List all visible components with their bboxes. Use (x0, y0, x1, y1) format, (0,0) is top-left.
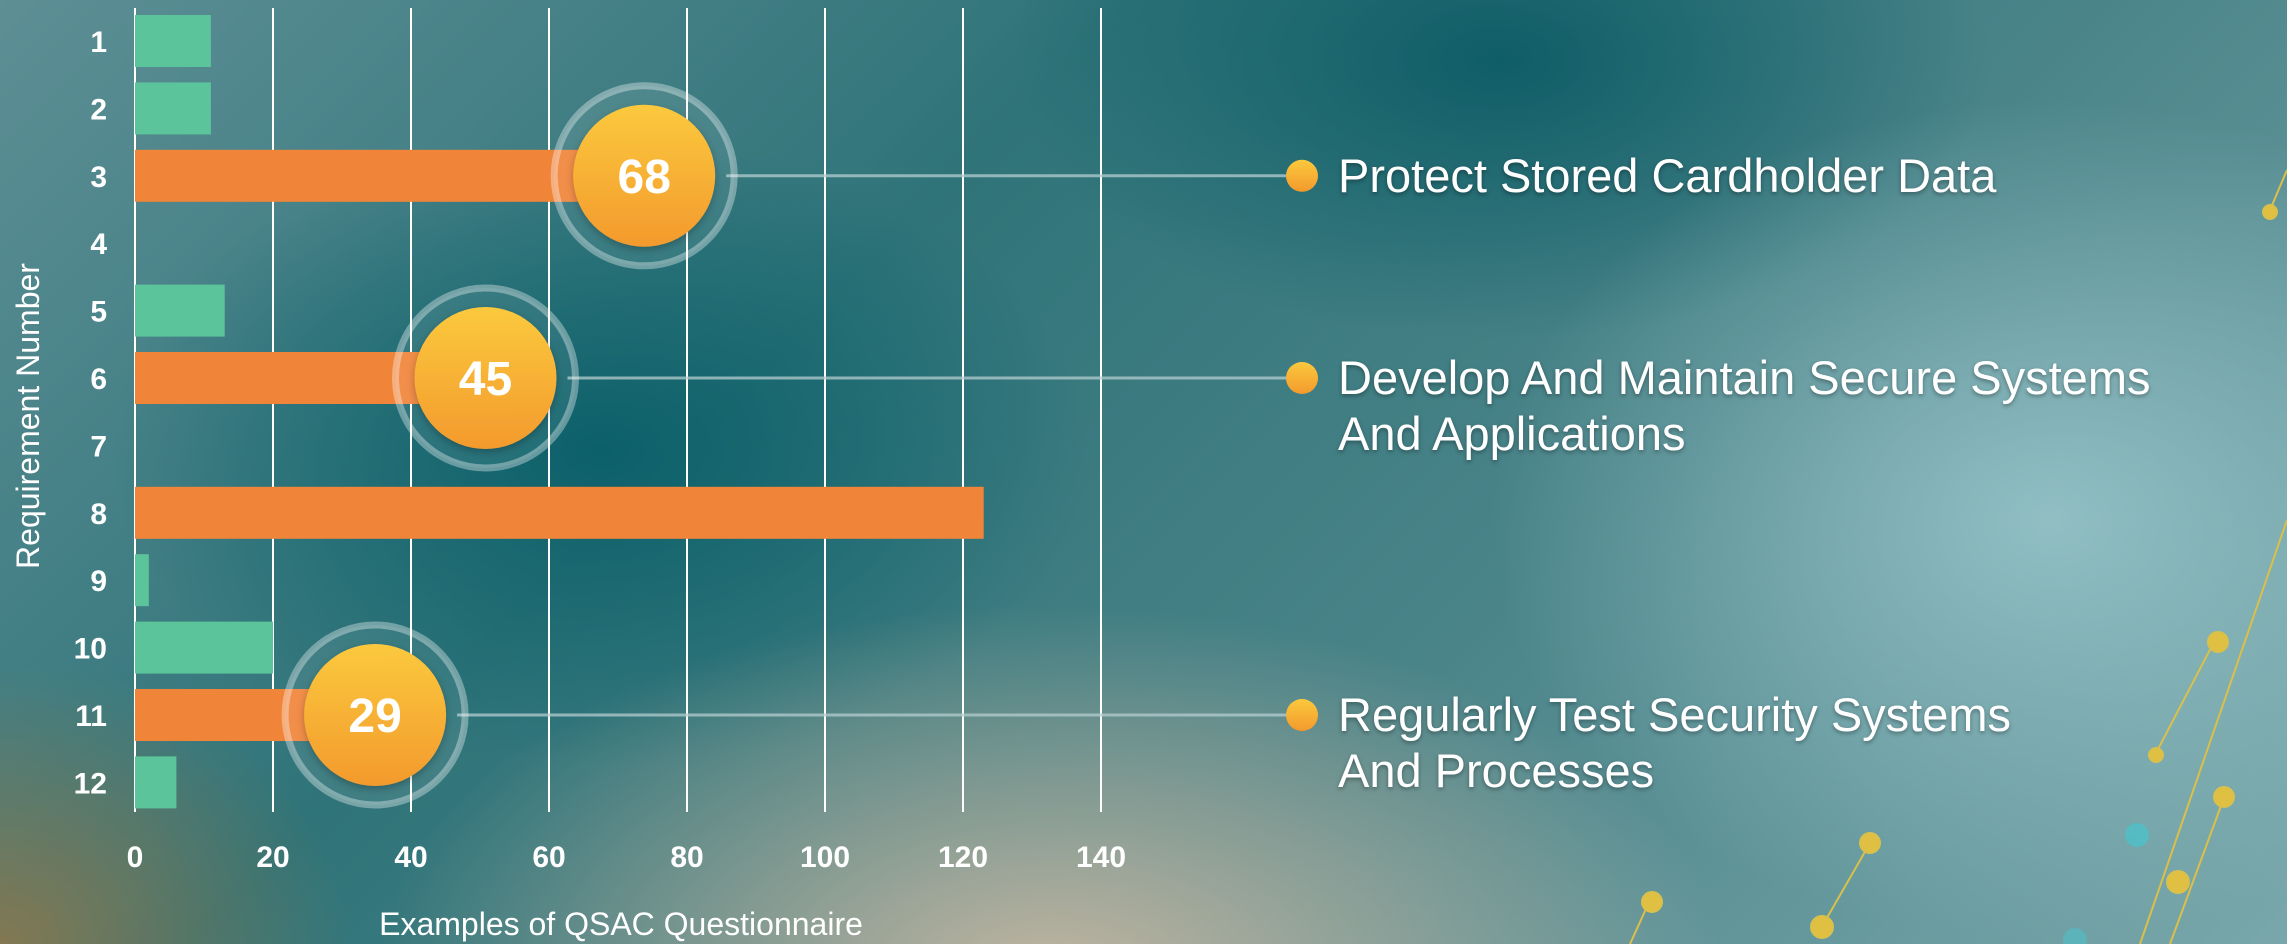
bar (135, 15, 211, 67)
x-tick-label: 80 (670, 841, 703, 874)
x-tick-label: 20 (256, 841, 289, 874)
y-axis-label: Requirement Number (10, 263, 46, 569)
value-bubble (414, 307, 557, 449)
y-tick-label: 3 (90, 161, 107, 194)
callout-label-line: And Applications (1338, 407, 1686, 460)
y-tick-label: 4 (90, 228, 107, 261)
x-tick-label: 100 (800, 841, 850, 874)
value-bubble (304, 644, 447, 786)
callout-label-line: Regularly Test Security Systems (1338, 688, 2012, 741)
bar (135, 689, 336, 741)
callout-label: Protect Stored Cardholder Data (1338, 148, 1996, 204)
bar (135, 284, 225, 337)
bullet-dot (1286, 362, 1318, 394)
y-tick-label: 8 (90, 498, 107, 531)
callout: 45 (392, 284, 1318, 472)
x-tick-label: 40 (394, 841, 427, 874)
callout-label-line: Develop And Maintain Secure Systems (1338, 351, 2151, 404)
bullet-dot (1286, 699, 1318, 731)
bar (135, 352, 446, 404)
bubble-value-label: 45 (459, 353, 512, 406)
callout: 29 (281, 621, 1318, 809)
bar (135, 756, 177, 809)
bullet-dot (1286, 159, 1318, 192)
y-tick-label: 12 (74, 767, 107, 800)
y-tick-label: 10 (74, 633, 107, 666)
callout-label-line: And Processes (1338, 744, 1655, 797)
callout-label-line: Protect Stored Cardholder Data (1338, 148, 1997, 202)
x-axis-label: Examples of QSAC Questionnaire (379, 906, 863, 942)
x-tick-label: 60 (532, 841, 565, 874)
bar (135, 554, 149, 607)
y-tick-label: 11 (75, 700, 107, 733)
x-tick-label: 0 (127, 841, 144, 874)
callout: 68 (550, 82, 1318, 270)
y-tick-label: 2 (90, 93, 107, 126)
decorative-network (1629, 169, 2287, 944)
bar (135, 82, 211, 135)
y-tick-label: 1 (90, 26, 107, 59)
y-tick-label: 6 (90, 363, 107, 396)
y-tick-label: 5 (90, 296, 107, 329)
bubble-value-label: 68 (618, 151, 671, 204)
bubble-value-label: 29 (348, 690, 401, 743)
bar (135, 486, 984, 539)
x-tick-label: 140 (1076, 841, 1126, 874)
bar (135, 621, 273, 674)
y-tick-label: 7 (90, 430, 107, 463)
y-tick-label: 9 (90, 565, 107, 598)
value-bubble (573, 104, 716, 247)
bar (135, 149, 605, 202)
x-tick-label: 120 (938, 841, 988, 874)
